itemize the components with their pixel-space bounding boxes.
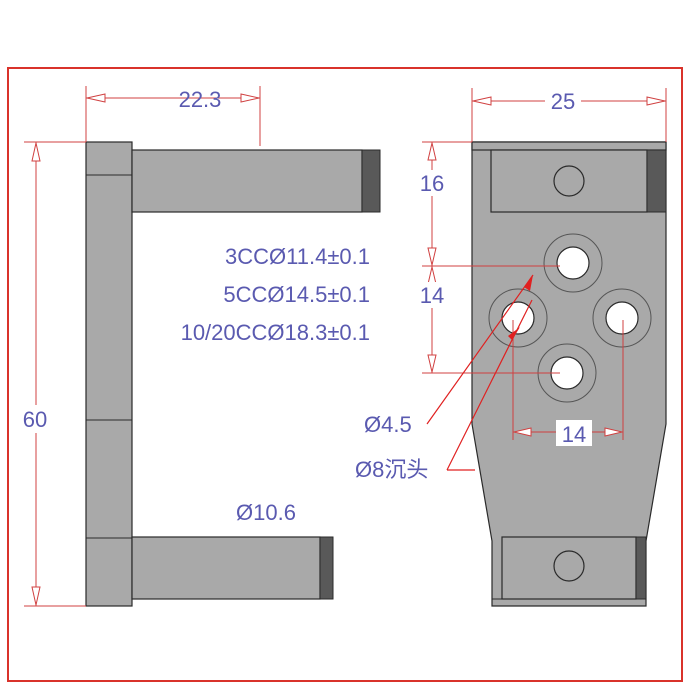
dim-hole-pitch-h-label: 14 bbox=[562, 422, 586, 447]
counterbore-ring-left bbox=[488, 288, 548, 348]
dim-arrow bbox=[472, 96, 492, 106]
dim-label-background bbox=[416, 282, 448, 308]
dim-height-label: 60 bbox=[23, 407, 47, 432]
side-view: 22.3 60 Ø10.6 bbox=[20, 86, 381, 607]
front-view: 25 16 14 14 Ø4.5 Ø8沉头 bbox=[355, 88, 667, 607]
counterbore-ring-right bbox=[592, 288, 652, 348]
counterbore-label: Ø8沉头 bbox=[355, 457, 428, 482]
hole-right bbox=[605, 301, 639, 335]
dim-front-width-label: 25 bbox=[551, 89, 575, 114]
dim-arrow bbox=[646, 96, 666, 106]
dim-arrow bbox=[513, 427, 532, 437]
leader-counterbore bbox=[446, 299, 533, 471]
bottom-pin-diameter-label: Ø10.6 bbox=[236, 500, 296, 525]
top-mounting-hole bbox=[553, 165, 585, 197]
side-view-bottom-pin bbox=[131, 536, 321, 600]
dim-label-background bbox=[416, 170, 448, 196]
leader-arrow bbox=[524, 275, 533, 291]
dim-arrow bbox=[427, 247, 437, 266]
front-view-top-edge bbox=[471, 141, 667, 151]
counterbore-ring-top bbox=[543, 233, 603, 293]
dim-label-background bbox=[20, 405, 52, 433]
dim-label-background bbox=[556, 420, 592, 446]
bottom-mounting-hole bbox=[553, 550, 585, 582]
dim-top-offset-label: 16 bbox=[420, 171, 444, 196]
dim-arrow bbox=[604, 427, 623, 437]
dim-arrow bbox=[427, 354, 437, 373]
side-view-top-pin bbox=[131, 149, 363, 213]
note-3cc: 3CCØ11.4±0.1 bbox=[225, 244, 370, 269]
dim-arrow bbox=[427, 142, 437, 161]
side-view-bottom-pin-end bbox=[319, 536, 334, 600]
note-5cc: 5CCØ14.5±0.1 bbox=[223, 282, 370, 307]
dim-hole-pitch-v-label: 14 bbox=[420, 283, 444, 308]
front-view-bottom-slot-dark bbox=[635, 536, 647, 600]
drawing-frame bbox=[7, 67, 683, 682]
dim-label-background bbox=[545, 88, 581, 114]
side-view-top-pin-end bbox=[361, 149, 381, 213]
dim-arrow bbox=[427, 266, 437, 285]
front-view-top-slot-dark bbox=[646, 149, 667, 213]
note-10-20cc: 10/20CCØ18.3±0.1 bbox=[181, 320, 370, 345]
leader-arrow bbox=[508, 327, 520, 340]
dim-arrow bbox=[240, 93, 260, 103]
dim-arrow bbox=[31, 586, 41, 606]
dim-arrow bbox=[31, 142, 41, 162]
side-view-vertical-bar bbox=[85, 141, 133, 607]
hole-diameter-label: Ø4.5 bbox=[364, 412, 412, 437]
cc-notes: 3CCØ11.4±0.1 5CCØ14.5±0.1 10/20CCØ18.3±0… bbox=[181, 244, 370, 345]
dim-arrow bbox=[86, 93, 106, 103]
hole-top bbox=[556, 246, 590, 280]
dim-width-label: 22.3 bbox=[179, 87, 222, 112]
leader-hole bbox=[426, 274, 534, 425]
